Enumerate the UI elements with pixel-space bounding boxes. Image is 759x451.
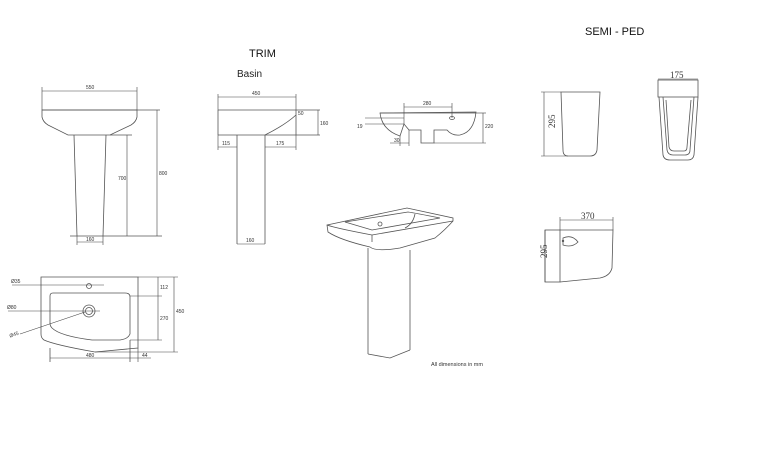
- side-basin-height-label: 160: [320, 121, 329, 127]
- section-tap-waste-label: 280: [423, 101, 432, 107]
- basin-subtitle: Basin: [237, 69, 262, 80]
- plan-edge-label: 44: [142, 353, 148, 359]
- side-pedestal-width-label: 160: [246, 238, 255, 244]
- plan-bowl-depth-label: 270: [160, 316, 169, 322]
- section-overflow-label: 30: [394, 138, 400, 144]
- section-view: 280 19 30 220: [357, 101, 494, 146]
- front-width-label: 550: [86, 85, 95, 91]
- semi-ped-front-view: 295: [541, 91, 601, 157]
- semi-ped-front-height-label: 295: [547, 114, 557, 128]
- dimensions-note: All dimensions in mm: [431, 362, 483, 368]
- front-total-height-label: 800: [159, 171, 168, 177]
- semi-ped-width-label: 175: [670, 70, 684, 80]
- section-rim-label: 19: [357, 124, 363, 130]
- front-pedestal-height-label: 700: [118, 176, 127, 182]
- side-depth-label: 450: [252, 91, 261, 97]
- semi-ped-u-view: 175: [657, 70, 699, 161]
- plan-overflow-hole-label: Ø45: [9, 331, 20, 340]
- side-back-offset-label: 175: [276, 141, 285, 147]
- semi-ped-side-height-label: 295: [539, 244, 549, 258]
- plan-waste-hole-label: Ø80: [7, 305, 17, 311]
- semi-ped-side-width-label: 370: [581, 211, 595, 221]
- trim-title: TRIM: [249, 48, 276, 60]
- plan-tap-hole-label: Ø35: [11, 279, 21, 285]
- front-view: 550 700 800 160: [41, 85, 168, 245]
- semi-ped-title: SEMI - PED: [585, 26, 644, 38]
- plan-back-bowl-label: 112: [160, 285, 168, 291]
- side-view: 450 50 160 115 175 160: [217, 91, 329, 245]
- side-front-offset-label: 115: [222, 141, 230, 147]
- plan-overall-depth-label: 450: [176, 309, 185, 315]
- section-height-label: 220: [485, 124, 494, 130]
- plan-view: Ø35 Ø80 Ø45 112 270 450 480 44: [7, 276, 185, 362]
- side-radius-label: 50: [298, 111, 304, 117]
- front-pedestal-width-label: 160: [86, 237, 95, 243]
- basin-3d-view: All dimensions in mm: [326, 207, 483, 368]
- plan-bowl-width-label: 480: [86, 353, 95, 359]
- semi-ped-side-view: 370 295: [539, 211, 614, 283]
